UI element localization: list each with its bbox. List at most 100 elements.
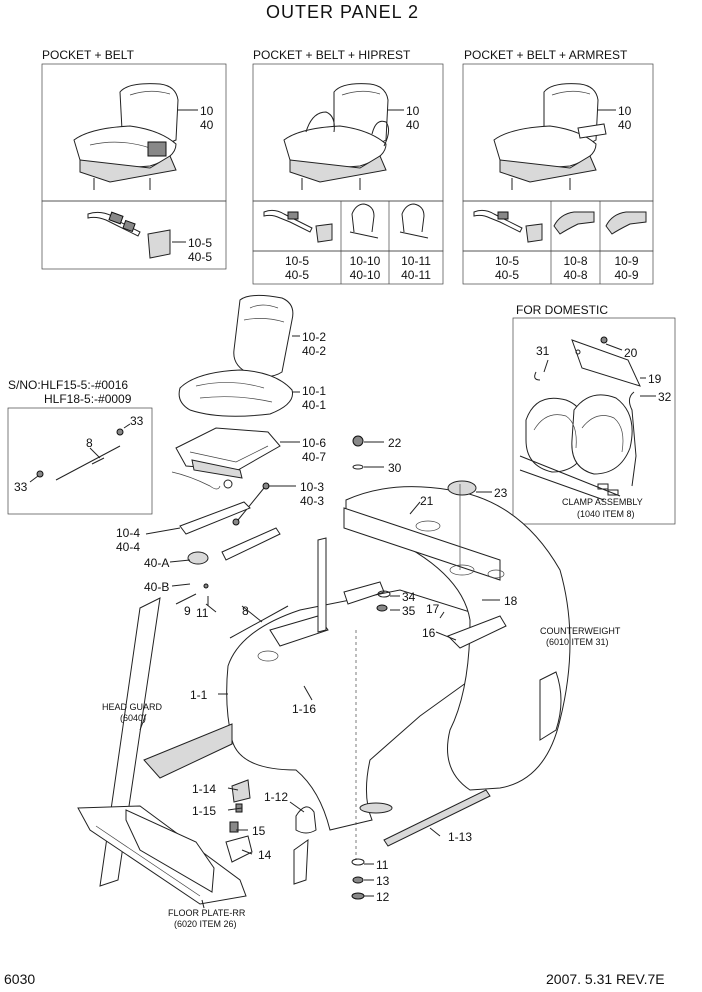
head-guard-label: HEAD GUARD <box>102 702 163 712</box>
outer-panel-drawing <box>226 480 571 860</box>
cell-armrest-2b: 40-8 <box>563 268 588 282</box>
slide-rail-drawing <box>179 501 281 565</box>
box-pocket-belt-lower <box>41 200 227 270</box>
cell-armrest-3a: 10-9 <box>614 254 639 268</box>
callout-1-16: 1-16 <box>292 702 317 716</box>
callout-16: 16 <box>422 626 436 640</box>
callout-10-1: 10-1 <box>302 384 327 398</box>
belt-icon-2 <box>263 209 333 243</box>
cell-hiprest-2b: 40-10 <box>349 268 381 282</box>
callout-33-bottom: 33 <box>14 480 28 494</box>
callout-1-15: 1-15 <box>192 804 217 818</box>
floor-plate-label: FLOOR PLATE-RR <box>168 908 246 918</box>
callout-35: 35 <box>402 604 416 618</box>
callout-1-14: 1-14 <box>192 782 217 796</box>
callout-40-4: 40-4 <box>116 540 141 554</box>
domestic-clamp-drawing <box>519 336 641 501</box>
cell-armrest-2a: 10-8 <box>563 254 588 268</box>
cell-armrest-1b: 40-5 <box>494 268 520 282</box>
callout-8-box: 8 <box>86 436 93 450</box>
callout-10-4: 10-4 <box>116 526 141 540</box>
ref-10-5-box1: 10-5 <box>188 236 213 250</box>
seat-icon-1 <box>73 83 179 190</box>
callout-32: 32 <box>658 390 672 404</box>
callout-21: 21 <box>420 494 434 508</box>
armrest-icon-right <box>605 211 647 235</box>
callout-10-3: 10-3 <box>300 480 325 494</box>
cell-hiprest-3a: 10-11 <box>401 254 431 268</box>
callout-12: 12 <box>376 890 390 904</box>
header-armrest: POCKET + BELT + ARMREST <box>464 48 628 62</box>
cell-hiprest-1a: 10-5 <box>284 254 310 268</box>
hiprest-icon-right <box>399 203 429 239</box>
belt-icon-1 <box>87 211 171 259</box>
callout-10-2: 10-2 <box>302 330 327 344</box>
callout-19: 19 <box>648 372 662 386</box>
small-hardware-left <box>175 583 289 639</box>
box-hiprest-icons <box>252 200 444 252</box>
seat-frame-drawing <box>171 427 281 490</box>
page-number: 6030 <box>4 971 36 987</box>
armrest-icon-left <box>553 211 595 235</box>
seat-icon-2 <box>283 83 390 190</box>
seat-cushion-drawing <box>178 369 294 417</box>
box-hiprest-labels <box>252 250 444 285</box>
ref-40-5-box1: 40-5 <box>188 250 213 264</box>
callout-34: 34 <box>402 590 416 604</box>
callout-15: 15 <box>252 824 266 838</box>
callout-22: 22 <box>388 436 402 450</box>
clamp-ref: (1040 ITEM 8) <box>577 509 635 519</box>
ref-40-box1: 40 <box>200 118 214 132</box>
footer-date-rev: 2007. 5.31 REV.7E <box>546 971 665 987</box>
page-title: OUTER PANEL 2 <box>266 2 420 22</box>
callout-40-2: 40-2 <box>302 344 327 358</box>
callout-20: 20 <box>624 346 638 360</box>
callout-13: 13 <box>376 874 390 888</box>
bottom-hardware-drawing <box>225 779 491 900</box>
callout-40-1: 40-1 <box>302 398 327 412</box>
callout-11-upper: 11 <box>196 606 209 620</box>
callout-10-6: 10-6 <box>302 436 327 450</box>
callout-1-12: 1-12 <box>264 790 289 804</box>
clamp-label: CLAMP ASSEMBLY <box>562 497 643 507</box>
hiprest-icon-left <box>349 203 379 239</box>
callout-9: 9 <box>184 604 191 618</box>
callout-31: 31 <box>536 344 550 358</box>
box-serial <box>7 407 153 515</box>
callout-40-3: 40-3 <box>300 494 325 508</box>
floor-plate-ref: (6020 ITEM 26) <box>174 919 237 929</box>
header-hiprest: POCKET + BELT + HIPREST <box>253 48 411 62</box>
cell-armrest-1a: 10-5 <box>494 254 520 268</box>
floor-plate-drawing <box>77 805 247 905</box>
seat-icon-3 <box>493 83 607 190</box>
box-armrest-labels <box>462 250 654 285</box>
serial-note-1: S/NO:HLF15-5:-#0016 <box>8 378 129 392</box>
cell-hiprest-1b: 40-5 <box>284 268 310 282</box>
ref-10-box1: 10 <box>200 104 214 118</box>
callout-40-B: 40-B <box>144 580 170 594</box>
callout-18: 18 <box>504 594 518 608</box>
callout-30: 30 <box>388 461 402 475</box>
box-domestic <box>512 317 676 525</box>
callout-40-7: 40-7 <box>302 450 327 464</box>
cell-armrest-3b: 40-9 <box>614 268 639 282</box>
callout-8-main: 8 <box>242 604 249 618</box>
domestic-header: FOR DOMESTIC <box>516 303 608 317</box>
bar-8-drawing <box>36 428 124 481</box>
counterweight-label: COUNTERWEIGHT <box>540 626 621 636</box>
head-guard-ref: (6040) <box>120 713 147 723</box>
callout-33-top: 33 <box>130 414 144 428</box>
callout-11-lower: 11 <box>376 858 389 872</box>
belt-icon-3 <box>473 209 543 243</box>
seat-back-drawing <box>233 294 294 378</box>
counterweight-ref: (6010 ITEM 31) <box>546 637 609 647</box>
ref-40-box3: 40 <box>618 118 632 132</box>
callout-17: 17 <box>426 602 440 616</box>
ref-10-box3: 10 <box>618 104 632 118</box>
cell-hiprest-2a: 10-10 <box>349 254 381 268</box>
callout-1-13: 1-13 <box>448 830 473 844</box>
callout-40-A: 40-A <box>144 556 170 570</box>
callout-1-1: 1-1 <box>190 688 208 702</box>
